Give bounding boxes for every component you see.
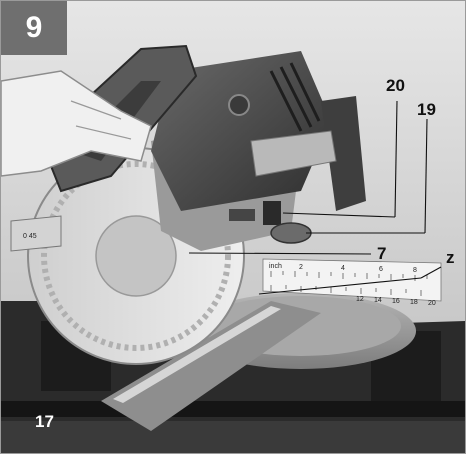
inch-scale: inch 2 4 6 8 12 14 16 18 20 [262, 258, 442, 307]
scale-tick-top: 4 [341, 265, 345, 272]
finger-line [70, 100, 122, 120]
fence-marking: 0 45 [23, 233, 37, 240]
operator-hand [1, 70, 152, 177]
figure-number-badge: 9 [1, 1, 67, 55]
scale-tick-bottom: 12 [356, 296, 364, 303]
blade-hub [95, 215, 177, 297]
left-fence [10, 215, 62, 252]
scale-unit-label: inch [269, 263, 282, 270]
depth-stop [229, 209, 255, 221]
scale-tick-bottom: 14 [374, 297, 382, 304]
scale-tick-bottom: 20 [428, 300, 436, 307]
callout-leader-lines [188, 100, 442, 295]
adjustment-knob [270, 222, 312, 244]
slide-bracket [250, 130, 337, 177]
callout-17: 17 [35, 412, 54, 431]
callout-20: 20 [386, 76, 405, 95]
scale-tick-top: 2 [299, 264, 303, 271]
motor-cap-icon [228, 94, 250, 116]
scale-tick-top: 6 [379, 266, 383, 273]
callout-z: z [446, 248, 455, 267]
finger-line [75, 125, 132, 140]
floor-shadow [1, 421, 465, 453]
callout-19: 19 [417, 100, 436, 119]
scale-tick-bottom: 18 [410, 299, 418, 306]
scale-tick-top: 8 [413, 267, 417, 274]
slide-tube [321, 96, 366, 211]
guard-ribs [41, 161, 231, 351]
bottom-rail [1, 401, 465, 417]
motor-housing [151, 51, 331, 211]
extension-arm-scale [113, 306, 281, 403]
locking-lever [263, 201, 281, 225]
motor-vents [269, 62, 321, 132]
scale-tick-bottom: 16 [392, 298, 400, 305]
extension-arm [101, 301, 321, 431]
callout-7: 7 [377, 244, 387, 263]
